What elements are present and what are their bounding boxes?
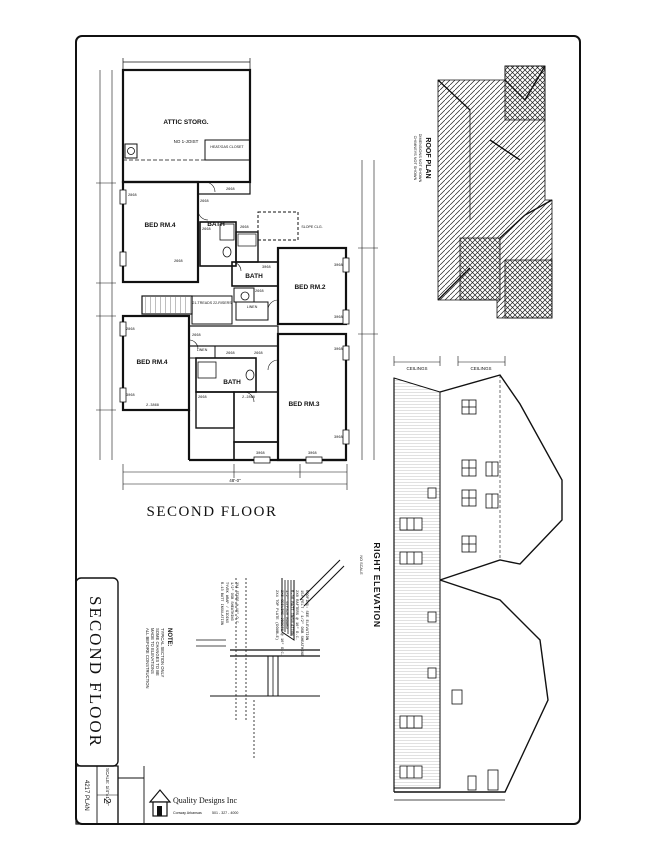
door-tag: 3068 [334, 348, 343, 352]
svg-text:1/2" OSB SHEATHING: 1/2" OSB SHEATHING [229, 582, 234, 621]
door-tag: 2668 [254, 352, 263, 356]
plan-number-label: 4217 PLAN [83, 780, 89, 811]
sheet-number: 2 [101, 798, 112, 804]
door-tag: 2668 [255, 290, 264, 294]
svg-text:2X4 STUDS @ 16" O.C.: 2X4 STUDS @ 16" O.C. [234, 582, 239, 625]
door-tag: 2668 [200, 200, 209, 204]
company-logo [148, 789, 172, 817]
floor-plan [96, 58, 378, 490]
door-tag: 3068 [126, 394, 135, 398]
svg-text:R-13 BATT INSULATION: R-13 BATT INSULATION [219, 582, 223, 625]
door-tag: 3068 [262, 266, 271, 270]
roof-plan-note-dimensions: DIMENSIONS NOT SHOWN [418, 134, 422, 183]
door-tag: 2868 [126, 328, 135, 332]
note-line-1: TYPICAL SECTION ONLY [160, 628, 165, 678]
svg-text:2X6 CEILING JOISTS @ 16" O.C.: 2X6 CEILING JOISTS @ 16" O.C. [279, 590, 284, 656]
company-phone: 501 - 327 - 4000 [212, 811, 238, 815]
room-bath1-label: BATH [207, 221, 225, 228]
svg-text:2X4 TOP PLATE (DOUBLE): 2X4 TOP PLATE (DOUBLE) [274, 590, 279, 640]
room-bath3-label: BATH [223, 379, 241, 386]
svg-text:15# FELT / 1/2" OSB SHEATHING: 15# FELT / 1/2" OSB SHEATHING [299, 590, 304, 657]
room-bed3-label: BED RM.3 [288, 401, 319, 408]
room-attic-label: ATTIC STORG. [163, 119, 208, 126]
linen-label-2: LINEN [197, 348, 208, 352]
door-tag: 3068 [334, 316, 343, 320]
door-tag: 2668 [226, 352, 235, 356]
sheet-title: SECOND FLOOR [86, 596, 105, 748]
room-bed4-upper-label: BED RM.4 [144, 222, 175, 229]
door-tag: 2668 [202, 228, 211, 232]
room-bed2-label: BED RM.2 [294, 284, 325, 291]
door-tag: 2868 [128, 194, 137, 198]
note-line-4: ALL BEFORE CONSTRUCTION [145, 628, 150, 689]
door-tag: 2-2868 [242, 396, 255, 400]
door-tag: 2668 [174, 260, 183, 264]
room-attic-sub: NO 1-JOIST [174, 139, 199, 144]
company-city: Conway Arkansas [173, 811, 202, 815]
note-line-3: MADE TO ELEVATIONS [150, 628, 155, 674]
closet-label: HEAT/GAS CLOSET [210, 145, 244, 149]
company-name: Quality Designs Inc [173, 796, 237, 805]
door-tag: 3068 [308, 452, 317, 456]
svg-text:ROOFING: SEE ELEVATION: ROOFING: SEE ELEVATION [304, 590, 308, 640]
right-elevation-drawing [393, 356, 563, 801]
linen-label-1: LINEN [247, 305, 258, 309]
room-bed4-lower-label: BED RM.4 [136, 359, 167, 366]
plan-title: SECOND FLOOR [147, 504, 278, 520]
svg-text:1/2" GYPSUM BOARD: 1/2" GYPSUM BOARD [284, 590, 289, 629]
svg-text:2X8 RAFTERS @ 16" O.C.: 2X8 RAFTERS @ 16" O.C. [294, 590, 299, 640]
slope-clg-label: SLOPE CLG. [301, 225, 322, 229]
stairs-label: 21-TREADS 22-RISERS [192, 301, 232, 305]
svg-text:TYVEK WRAP / SIDING: TYVEK WRAP / SIDING [224, 582, 229, 623]
door-tag: 3068 [334, 264, 343, 268]
room-bath2-label: BATH [245, 273, 263, 280]
ceilings-label: CEILINGS [406, 366, 427, 371]
roof-plan-drawing [437, 65, 553, 319]
roof-plan-note-chimneys: CHIMNEYS NOT SHOWN [413, 136, 417, 181]
door-tag: 2-3868 [146, 404, 159, 408]
elevation-windows [399, 399, 499, 779]
sheet-border [75, 35, 581, 825]
door-tag: 2668 [240, 226, 249, 230]
elevation-scale: NO SCALE [359, 555, 363, 575]
door-tag: 2668 [226, 188, 235, 192]
note-line-2: SOME CHANGES TO BE [155, 628, 160, 676]
elevation-title: RIGHT ELEVATION [372, 542, 382, 627]
note-title: NOTE: [166, 628, 172, 647]
roof-plan-title: ROOF PLAN [424, 137, 431, 178]
door-tag: 3068 [334, 436, 343, 440]
wall-section-detail [196, 559, 345, 760]
door-tag: 2668 [198, 396, 207, 400]
svg-text:R-30 BATT INSULATION: R-30 BATT INSULATION [289, 590, 293, 636]
title-block [75, 577, 145, 825]
scale-label: SCALE: 1/4"=1'-0" [105, 768, 110, 806]
ceilings-label: CEILINGS [470, 366, 491, 371]
door-tag: 2668 [192, 334, 201, 338]
overall-width-dimension: 48'-0" [229, 478, 241, 483]
door-tag: 3068 [256, 452, 265, 456]
